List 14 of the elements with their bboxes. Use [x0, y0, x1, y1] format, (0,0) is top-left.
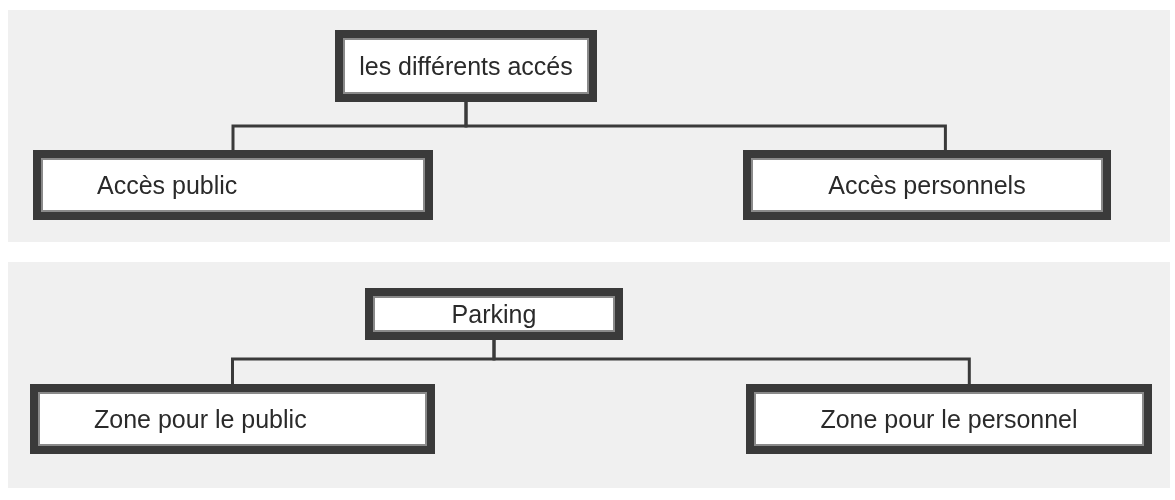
tree-box	[743, 150, 1111, 220]
tree-box	[33, 150, 433, 220]
node-label: Accès personnels	[828, 170, 1026, 200]
node-label: Zone pour le personnel	[820, 404, 1078, 434]
node-label: Parking	[451, 299, 537, 329]
node-label: Accès public	[97, 170, 238, 200]
tree-box	[365, 288, 623, 340]
node-label: Zone pour le public	[94, 404, 307, 434]
tree-box	[335, 30, 597, 102]
node-label: les différents accés	[359, 51, 573, 81]
connector-line	[492, 340, 971, 384]
tree-box	[30, 384, 435, 454]
tree-box	[746, 384, 1152, 454]
connector-line	[464, 102, 947, 150]
